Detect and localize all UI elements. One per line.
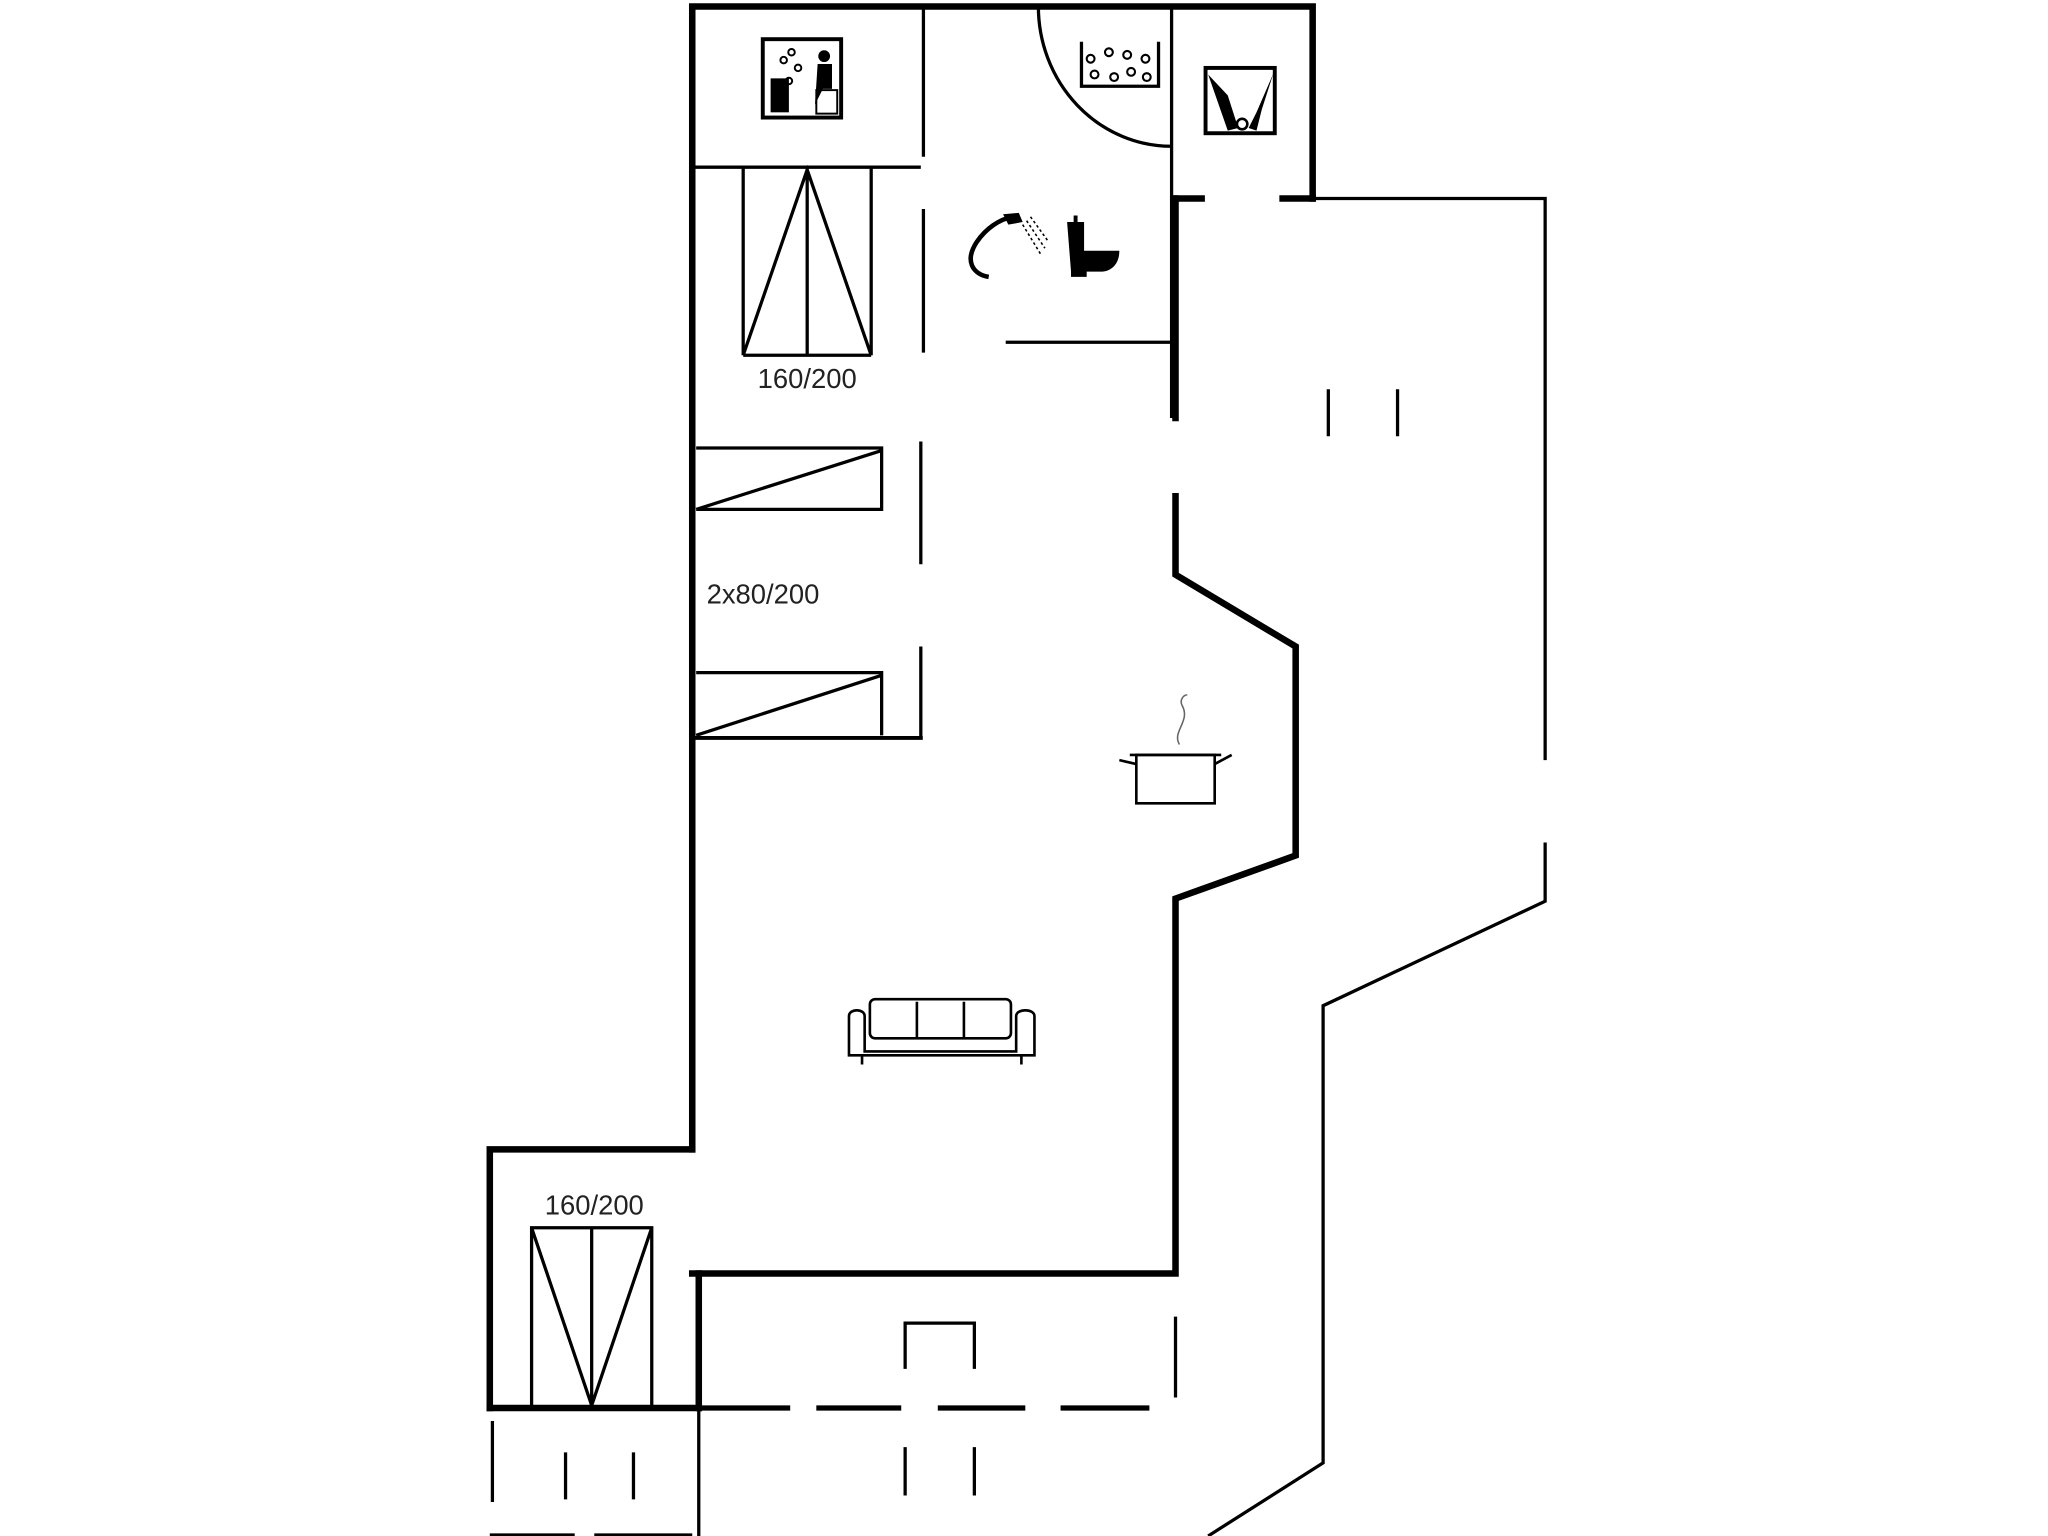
bed-size-label: 2x80/200 <box>707 578 820 609</box>
sauna-icon <box>760 37 844 120</box>
double-bed-top: 160/200 <box>741 164 873 394</box>
spa-bath-icon <box>1079 41 1161 88</box>
cooking-pot-icon <box>1119 694 1233 805</box>
washing-machine-icon <box>1203 65 1277 136</box>
exterior-walls <box>486 3 1316 1412</box>
bed-size-label: 160/200 <box>758 363 857 394</box>
single-beds: 2x80/200 <box>695 446 884 737</box>
bed-size-label: 160/200 <box>545 1190 644 1221</box>
toilet-icon <box>1067 215 1120 277</box>
shower-icon <box>968 212 1049 280</box>
terrace-outline <box>489 196 1547 1536</box>
double-bed-bottom: 160/200 <box>529 1190 654 1411</box>
sofa-icon <box>847 997 1036 1065</box>
door-swing <box>1036 6 1172 148</box>
